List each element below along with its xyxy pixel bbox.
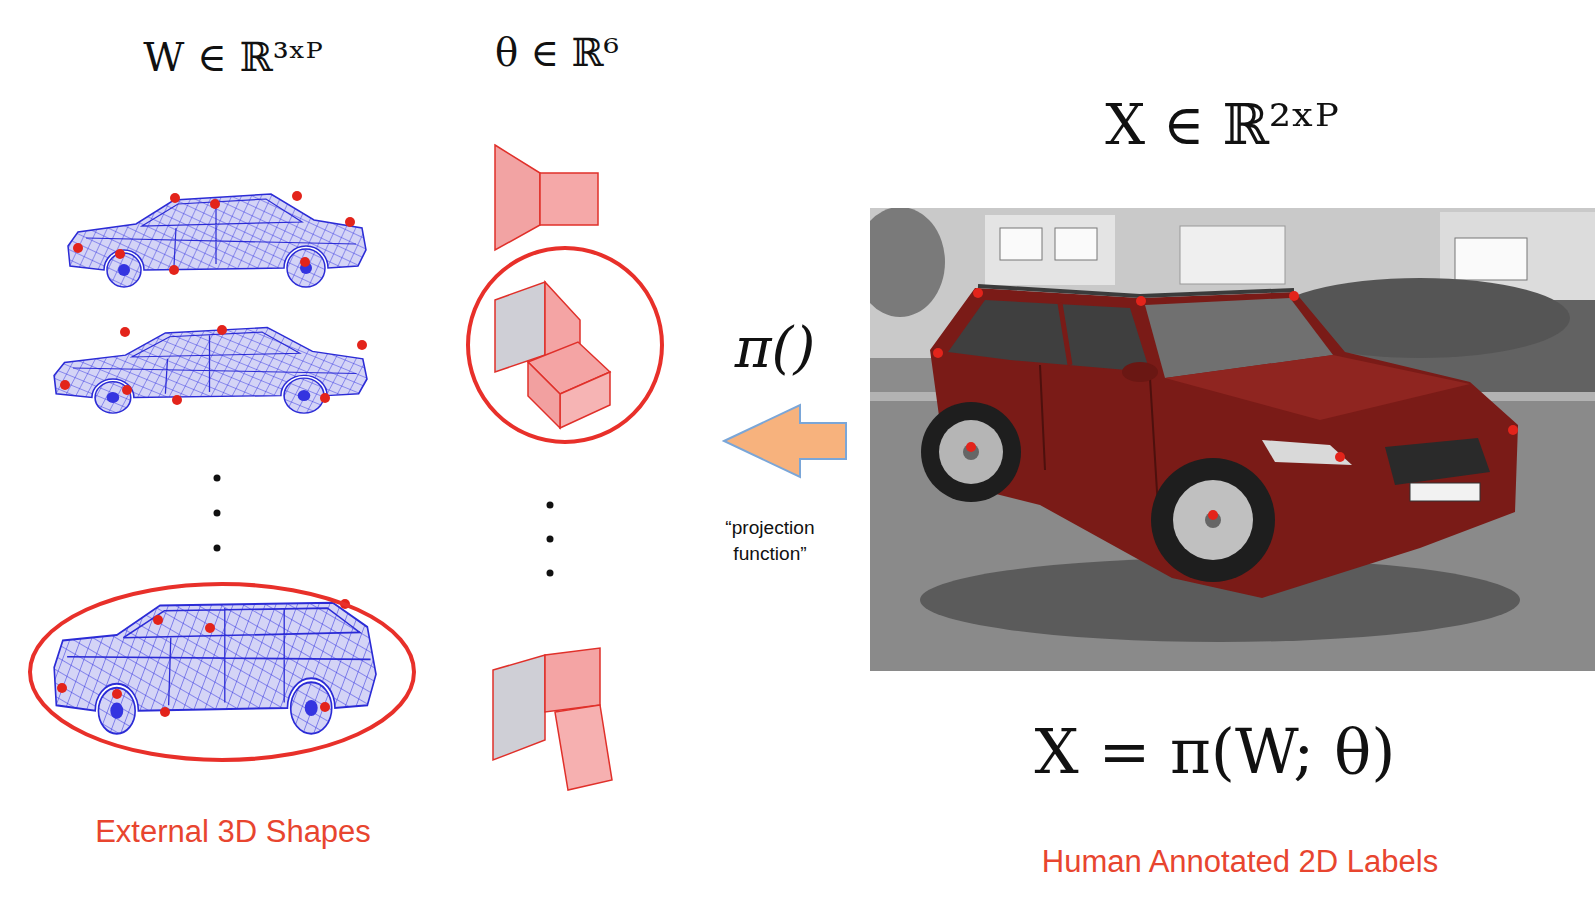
ellipsis-dot — [214, 510, 221, 517]
panel-fill — [18, 5, 448, 905]
matrix-dimension: X ∈ ℝ²ˣᴾ — [1105, 89, 1338, 161]
door-lines — [1040, 365, 1160, 540]
keypoint — [1208, 510, 1218, 520]
license-plate — [1410, 483, 1480, 501]
car-photo — [870, 208, 1595, 671]
matrix-dimension-slot: W ∈ ℝ³ˣᴾ — [18, 31, 448, 83]
vertical-ellipsis — [547, 502, 554, 577]
selection-circle — [468, 248, 662, 442]
car-model-3 — [54, 603, 376, 734]
camera-icon-1 — [495, 145, 598, 250]
keypoint — [73, 243, 83, 253]
camera-box — [528, 362, 560, 428]
keypoint — [120, 327, 130, 337]
side-mirror — [1122, 362, 1158, 382]
keypoint — [1289, 291, 1299, 301]
keypoint — [933, 348, 943, 358]
panel-caption: Human Annotated 2D Labels — [1042, 840, 1438, 884]
keypoint — [300, 257, 310, 267]
projection-equation-slot: X = π(W; θ) — [852, 712, 1578, 792]
car-model-2 — [54, 328, 367, 414]
house-wall — [985, 215, 1115, 285]
rim — [1173, 480, 1253, 560]
keypoint — [122, 385, 132, 395]
keypoint — [217, 325, 227, 335]
keypoint — [1335, 452, 1345, 462]
keypoint — [966, 442, 976, 452]
shape-panel: W ∈ ℝ³ˣᴾExternal 3D Shapes — [18, 5, 448, 905]
matrix-dimension: W ∈ ℝ³ˣᴾ — [143, 31, 322, 83]
annotated-keypoints — [933, 288, 1518, 520]
house-window — [1055, 228, 1097, 260]
arrow-label: “projection function” — [700, 515, 840, 567]
keypoint — [292, 191, 302, 201]
block-arrow — [724, 405, 846, 477]
tire — [921, 402, 1021, 502]
keypoint — [170, 193, 180, 203]
keypoint — [153, 615, 163, 625]
camera-lens — [495, 145, 540, 250]
keypoint — [357, 340, 367, 350]
headlight — [1262, 440, 1352, 465]
keypoint — [210, 199, 220, 209]
house-window — [1455, 238, 1527, 280]
label-panel: X ∈ ℝ²ˣᴾ X = π(W; θ) Human Annotated 2D La… — [852, 31, 1595, 909]
ellipsis-dot — [547, 536, 554, 543]
garage-door — [1180, 226, 1285, 284]
keypoint — [320, 702, 330, 712]
photo-ground — [870, 208, 1595, 671]
keypoint — [115, 249, 125, 259]
keypoint — [172, 395, 182, 405]
keypoint — [169, 265, 179, 275]
ellipsis-dot — [547, 570, 554, 577]
parameter-dimension: θ ∈ ℝ⁶ — [495, 27, 619, 79]
selection-ellipse — [30, 584, 414, 760]
camera-box — [560, 372, 610, 428]
vertical-ellipsis — [214, 475, 221, 552]
camera-face — [493, 655, 545, 760]
panel-fill — [852, 31, 1595, 909]
ellipsis-dot — [214, 545, 221, 552]
camera-box — [545, 648, 600, 712]
tree — [870, 208, 945, 317]
tire — [1151, 458, 1275, 582]
model-keypoints — [57, 191, 367, 717]
side-windows — [948, 300, 1150, 372]
function-symbol: π() — [735, 312, 816, 384]
keypoint — [345, 217, 355, 227]
keypoint — [320, 393, 330, 403]
keypoint — [205, 623, 215, 633]
hood — [1165, 355, 1470, 420]
keypoint — [160, 707, 170, 717]
ellipsis-dot — [214, 475, 221, 482]
grille — [1385, 438, 1490, 485]
keypoint — [1136, 296, 1146, 306]
keypoint — [112, 689, 122, 699]
camera-icon-2 — [495, 282, 610, 428]
panel-caption-slot: External 3D Shapes — [18, 810, 448, 854]
roof-rail — [978, 286, 1294, 296]
parameter-dimension-slot: θ ∈ ℝ⁶ — [492, 27, 622, 79]
function-symbol-slot: π() — [712, 312, 838, 384]
camera-lens — [555, 705, 612, 790]
ellipsis-dot — [547, 502, 554, 509]
car-model-1 — [68, 194, 366, 287]
projection-equation: X = π(W; θ) — [1035, 712, 1396, 792]
matrix-dimension-slot: X ∈ ℝ²ˣᴾ — [852, 89, 1592, 161]
panel-caption: External 3D Shapes — [95, 810, 371, 854]
keypoint — [1508, 425, 1518, 435]
keypoint — [57, 683, 67, 693]
camera-icon-3 — [493, 648, 612, 790]
house-window — [1000, 228, 1042, 260]
keypoint — [60, 380, 70, 390]
panel-shape — [18, 5, 448, 905]
panel-caption-slot: Human Annotated 2D Labels — [852, 840, 1595, 884]
arrow-label-slot: “projection function” — [700, 515, 840, 571]
window-pillar — [1060, 303, 1070, 365]
keypoint — [973, 288, 983, 298]
camera-box — [540, 173, 598, 225]
rim — [939, 420, 1003, 484]
